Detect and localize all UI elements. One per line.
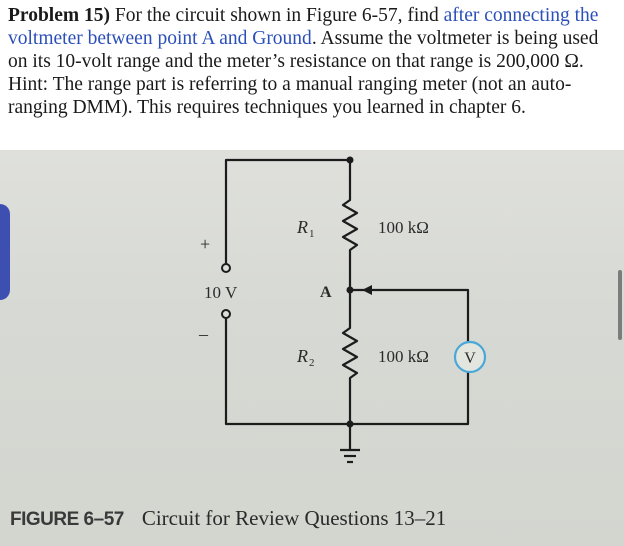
figure-caption: FIGURE 6–57 Circuit for Review Questions …: [10, 506, 446, 531]
r2-label: R: [296, 346, 308, 366]
voltmeter-symbol: V: [464, 350, 476, 367]
problem-text-intro: For the circuit shown in Figure 6-57, fi…: [110, 5, 444, 26]
r2-value: 100 kΩ: [378, 347, 429, 366]
source-plus-label: +: [200, 234, 210, 254]
node-a-label: A: [320, 284, 332, 301]
r1-value: 100 kΩ: [378, 218, 429, 237]
resistor-r2-symbol: [341, 288, 359, 426]
edge-decoration: [0, 204, 10, 300]
r1-subscript: 1: [309, 228, 315, 240]
wire-bottom-left: [224, 316, 352, 426]
source-terminal-minus: [221, 309, 231, 319]
node-a-arrow-icon: [362, 285, 372, 295]
figure-title: Circuit for Review Questions 13–21: [141, 506, 447, 530]
source-terminal-plus: [221, 263, 231, 273]
problem-label: Problem 15): [8, 5, 110, 26]
problem-statement: Problem 15) For the circuit shown in Fig…: [8, 4, 608, 119]
r1-label: R: [296, 217, 308, 237]
ground-icon: [340, 448, 360, 464]
figure-number: FIGURE 6–57: [10, 509, 124, 530]
wire-meter-branch: [348, 288, 470, 346]
voltmeter-icon: [453, 340, 487, 374]
node-dot-a: [346, 286, 354, 294]
highlighted-word-after: after: [443, 5, 480, 26]
problem-text-rest: . Assume the voltmeter is being used on …: [8, 28, 599, 118]
r2-subscript: 2: [309, 357, 315, 369]
source-minus-label: –: [198, 324, 209, 344]
wire-meter-return: [348, 370, 470, 426]
figure-photo: [0, 150, 624, 546]
resistor-r1-symbol: [341, 158, 359, 292]
wire-top: [224, 158, 352, 266]
scrollbar[interactable]: [618, 270, 622, 340]
node-dot-top: [346, 156, 354, 164]
node-dot-bottom: [346, 420, 354, 428]
highlighted-phrase-connecting: connecting the voltmeter between point A…: [8, 5, 599, 49]
source-voltage-label: 10 V: [204, 283, 238, 302]
